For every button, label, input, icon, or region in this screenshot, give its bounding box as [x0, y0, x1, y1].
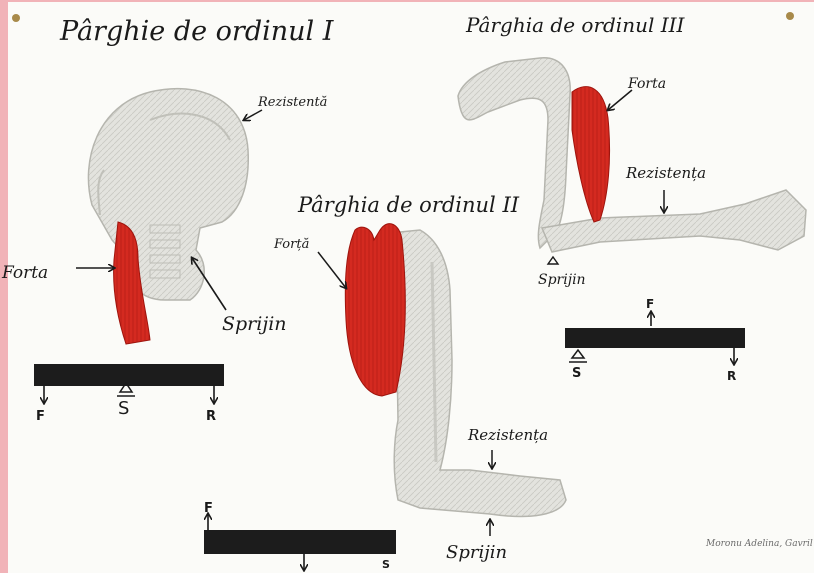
lever-1-letter-f: F — [36, 409, 45, 424]
lever-1-support-label: Sprijin — [222, 313, 287, 335]
lever-3-letter-f: F — [646, 297, 654, 311]
lever-3-letter-s: S — [572, 366, 581, 381]
pin-icon — [786, 12, 794, 20]
author-signature: Moronu Adelina, Gavril Rebeca — [705, 539, 814, 549]
lever-1-title: Pârghie de ordinul I — [59, 16, 335, 47]
lever-3-bar — [565, 328, 745, 348]
lever-1-letter-r: R — [206, 409, 216, 424]
lever-1-bar — [34, 364, 224, 386]
lever-2-title: Pârghia de ordinul II — [297, 193, 520, 217]
lever-2-resistance-label: Rezistența — [467, 426, 548, 444]
lever-2-bar — [204, 530, 396, 554]
lever-2-letter-f: F — [204, 501, 213, 516]
lever-1-force-label: Forta — [1, 263, 48, 283]
pin-icon — [12, 14, 20, 22]
lever-3-support-label: Sprijin — [538, 272, 586, 288]
lever-2-support-label: Sprijin — [446, 542, 507, 563]
lever-3-title: Pârghia de ordinul III — [465, 13, 686, 37]
lever-1-resistance-label: Rezistentă — [257, 95, 327, 110]
lever-3-resistance-label: Rezistența — [625, 164, 706, 182]
lever-3-letter-r: R — [727, 369, 736, 383]
lever-1-letter-s: S — [118, 398, 129, 419]
lever-2-letter-s: S — [382, 558, 390, 571]
lever-3-force-label: Forta — [627, 76, 666, 92]
lever-2-force-label: Forță — [273, 237, 309, 252]
